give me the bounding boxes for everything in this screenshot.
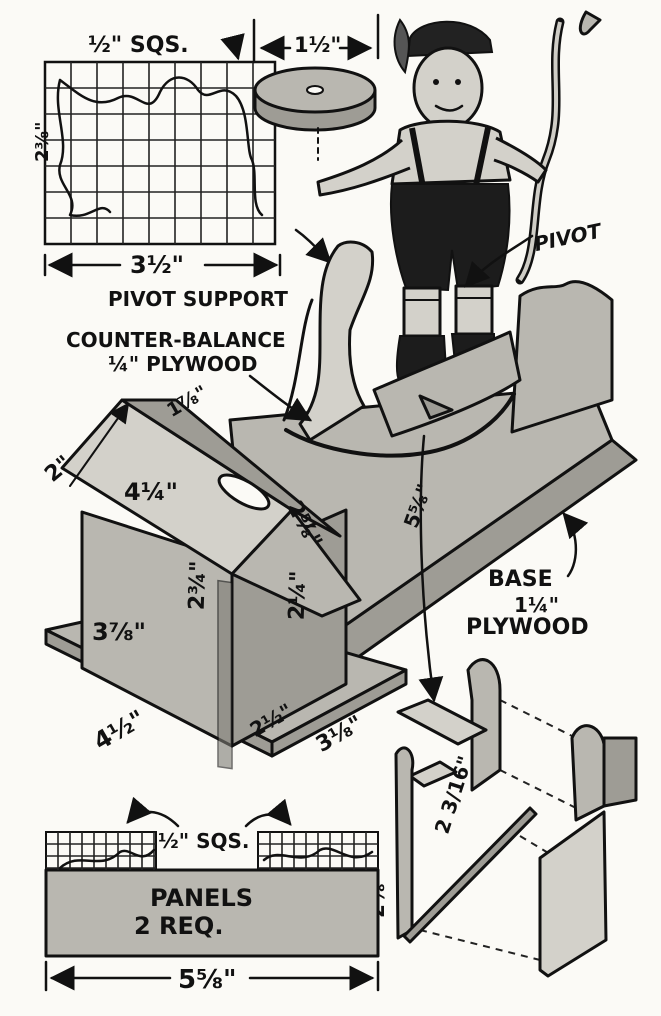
half-sqs-bottom-label: ½" SQS.: [158, 829, 250, 853]
dim-4-1-2-label: 4½": [89, 704, 150, 755]
house-panel: [44, 398, 408, 770]
dim-3-7-8-label: 3⅞": [92, 618, 146, 646]
base-thickness-label: 1¼": [514, 593, 559, 617]
disc-icon: [253, 66, 377, 132]
dim-2-1-4-label: 2¼": [285, 570, 312, 620]
half-sqs-top-label: ½" SQS.: [88, 33, 189, 58]
top-grid-outline-curve: [56, 76, 264, 218]
dim-2-3-8-label: 2⅜": [32, 121, 53, 162]
dim-2-3-4-label: 2¾": [185, 560, 212, 610]
panels-label: PANELS: [150, 884, 253, 912]
panels-req-label: 2 REQ.: [134, 912, 223, 940]
base-label: BASE: [488, 567, 553, 592]
base-plywood-label: PLYWOOD: [466, 615, 589, 640]
counter-balance-label: COUNTER-BALANCE: [66, 328, 286, 352]
pivot-support-label: PIVOT SUPPORT: [108, 287, 288, 311]
one-half-top-label: 1½": [294, 33, 341, 57]
dim-4-1-4-label: 4¼": [124, 478, 178, 506]
exploded-parts: [394, 658, 638, 978]
dim-3-1-2-label: 3½": [130, 251, 184, 279]
top-grid-pattern: [43, 60, 277, 246]
top-grid-lines: [45, 62, 275, 244]
plywood-quarter-label: ¼" PLYWOOD: [108, 352, 258, 376]
dim-5-5-8-label: 5⅝": [178, 965, 237, 995]
rocker-assembly: [282, 240, 614, 458]
panels-pattern: [44, 831, 380, 958]
bottom-grid-lines: [46, 832, 378, 870]
pivot-label: PIVOT: [532, 218, 605, 256]
